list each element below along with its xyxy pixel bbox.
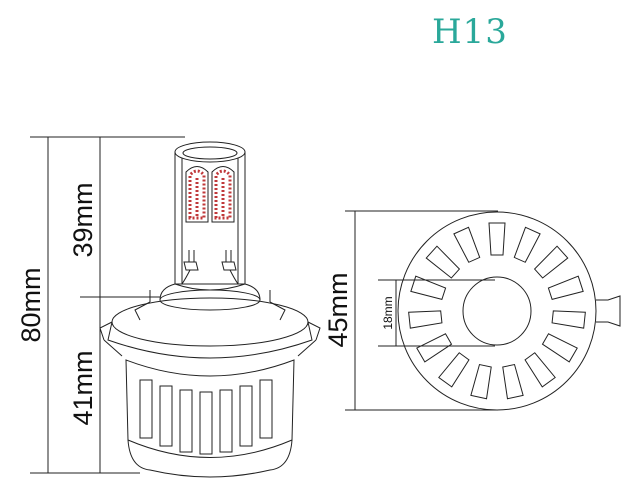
front-view-vents: [408, 222, 586, 400]
upper-height-label: 39mm: [68, 182, 98, 257]
chip-terminals: [181, 250, 239, 285]
inner-diameter-dimension: [378, 279, 495, 347]
diameter-dimension: [345, 210, 498, 411]
upper-height-dimension: [80, 137, 160, 300]
total-height-label: 80mm: [16, 267, 46, 342]
heatsink-fins: [125, 359, 295, 478]
total-height-dimension: [30, 136, 185, 474]
diameter-label: 45mm: [323, 272, 353, 347]
model-title: H13: [432, 12, 508, 52]
led-chip-right: [211, 166, 235, 223]
led-chip-left: [185, 166, 209, 223]
lower-height-label: 41mm: [68, 350, 98, 425]
bulb-collar: [99, 283, 321, 359]
inner-diameter-label: 18mm: [381, 296, 395, 329]
front-view-disc: [397, 211, 621, 411]
